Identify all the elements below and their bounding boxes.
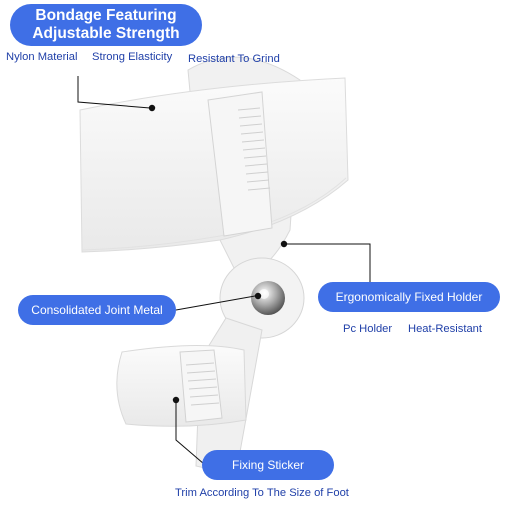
joint-callout: Consolidated Joint Metal xyxy=(18,295,176,325)
title-line-2: Adjustable Strength xyxy=(32,25,180,42)
title-line-1: Bondage Featuring xyxy=(35,7,177,24)
sticker-leader-line xyxy=(175,402,205,465)
holder-callout: Ergonomically Fixed Holder xyxy=(318,282,500,312)
holder-callout-label: Ergonomically Fixed Holder xyxy=(335,290,483,304)
joint-leader-line xyxy=(175,295,256,311)
joint-callout-label: Consolidated Joint Metal xyxy=(31,303,163,317)
holder-leader-line xyxy=(286,243,371,282)
feature-resistant-to-grind: Resistant To Grind xyxy=(188,53,280,65)
feature-nylon-material: Nylon Material xyxy=(6,51,78,63)
sticker-callout: Fixing Sticker xyxy=(202,450,334,480)
sticker-caption: Trim According To The Size of Foot xyxy=(175,487,349,499)
feature-pc-holder: Pc Holder xyxy=(343,323,393,335)
strap-leader-line xyxy=(77,76,151,109)
title-badge: Bondage Featuring Adjustable Strength xyxy=(10,4,202,46)
sticker-callout-label: Fixing Sticker xyxy=(231,458,305,472)
feature-heat-resistant: Heat-Resistant xyxy=(408,323,482,335)
feature-strong-elasticity: Strong Elasticity xyxy=(92,51,173,63)
